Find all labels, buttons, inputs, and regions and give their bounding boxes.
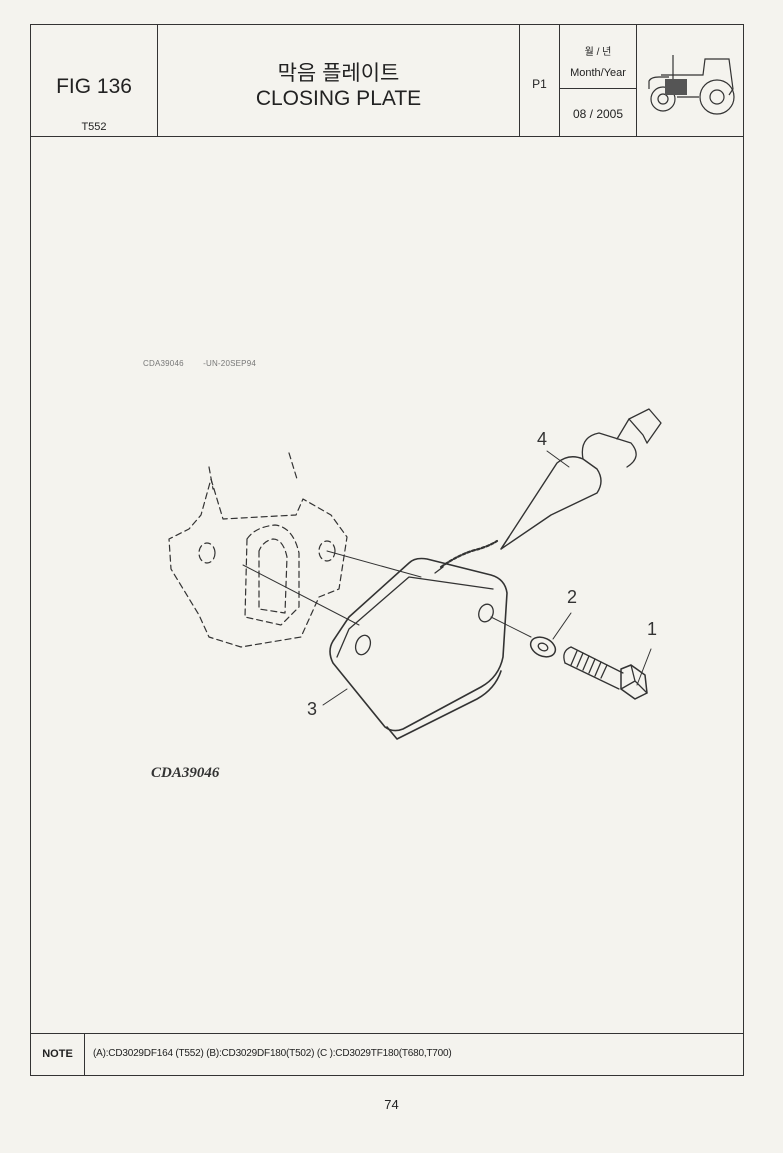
sealant-tube-part <box>434 408 662 574</box>
callout-4-number: 4 <box>537 429 547 449</box>
drawing-reference-small: CDA39046 -UN-20SEP94 <box>143 359 257 368</box>
closing-plate-diagram: 1 2 3 4 <box>168 408 662 740</box>
bolt-part <box>563 646 648 700</box>
tractor-icon <box>648 55 735 115</box>
date-divider <box>560 88 636 89</box>
callout-3-number: 3 <box>307 699 317 719</box>
washer-part <box>529 636 557 658</box>
date-label-english: Month/Year <box>570 67 626 79</box>
date-value: 08 / 2005 <box>572 107 624 121</box>
model-code: T552 <box>81 121 107 133</box>
title-korean: 막음 플레이트 <box>277 62 400 85</box>
tractor-icon-cell <box>637 25 743 136</box>
closing-plate-part <box>329 557 508 740</box>
mounting-surface-outline <box>168 452 348 648</box>
sheet-header: FIG 136 T552 막음 플레이트 CLOSING PLATE P1 월 … <box>31 25 743 137</box>
callout-2-number: 2 <box>567 587 577 607</box>
callout-1-leader <box>636 648 652 686</box>
title-cell: 막음 플레이트 CLOSING PLATE <box>158 25 520 136</box>
figure-cell: FIG 136 T552 <box>31 25 158 136</box>
parts-sheet: FIG 136 T552 막음 플레이트 CLOSING PLATE P1 월 … <box>30 24 744 1076</box>
callout-1-number: 1 <box>647 619 657 639</box>
date-label-korean: 월 / 년 <box>584 47 612 58</box>
page-code-cell: P1 <box>520 25 560 136</box>
page-number: 74 <box>384 1097 399 1112</box>
date-cell: 월 / 년 Month/Year 08 / 2005 <box>560 25 637 136</box>
page-code: P1 <box>532 77 547 91</box>
callout-3-leader <box>322 688 348 706</box>
note-label: NOTE <box>31 1034 85 1075</box>
note-row: NOTE (A):CD3029DF164 (T552) (B):CD3029DF… <box>31 1033 743 1075</box>
callout-4-leader <box>546 450 570 468</box>
drawing-reference-large: CDA39046 <box>151 765 220 781</box>
note-text: (A):CD3029DF164 (T552) (B):CD3029DF180(T… <box>93 1048 452 1059</box>
figure-number: FIG 136 <box>56 75 132 98</box>
title-english: CLOSING PLATE <box>255 87 422 110</box>
callout-2-leader <box>552 612 572 640</box>
